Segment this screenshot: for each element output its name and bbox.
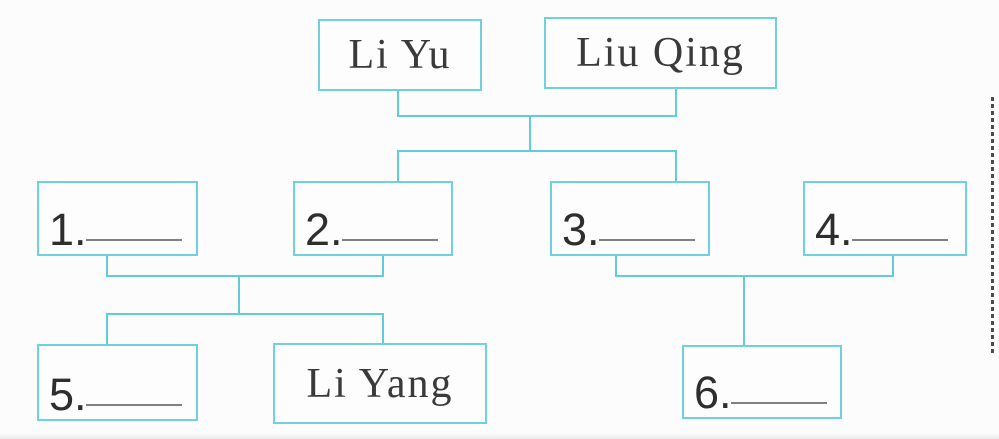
connector-left-middle-drop bbox=[238, 275, 240, 315]
connector-to-li-yang bbox=[382, 313, 384, 343]
blank-1-answer-line[interactable] bbox=[86, 239, 182, 241]
connector-to-blank-3 bbox=[675, 150, 677, 181]
node-blank-4: 4. bbox=[803, 181, 967, 256]
blank-2-number: 2. bbox=[305, 204, 343, 255]
connector-to-blank-2 bbox=[397, 150, 399, 181]
blank-6-answer-line[interactable] bbox=[731, 402, 827, 404]
connector-liyu-drop bbox=[397, 91, 399, 117]
blank-4-answer-line[interactable] bbox=[852, 239, 948, 241]
connector-blank3-drop bbox=[615, 256, 617, 277]
connector-to-blank-5 bbox=[106, 313, 108, 344]
blank-1-number: 1. bbox=[49, 204, 87, 255]
node-blank-6: 6. bbox=[682, 345, 842, 419]
connector-blank4-drop bbox=[892, 256, 894, 277]
connector-top-middle-drop bbox=[529, 115, 531, 152]
node-blank-2: 2. bbox=[293, 181, 453, 256]
connector-left-couple-bus bbox=[106, 275, 384, 277]
connector-to-blank-6 bbox=[743, 275, 745, 345]
blank-5-number: 5. bbox=[49, 369, 87, 420]
connector-top-couple-bus bbox=[397, 115, 677, 117]
blank-5-answer-line[interactable] bbox=[86, 404, 182, 406]
node-liu-qing: Liu Qing bbox=[544, 17, 777, 89]
connector-right-couple-bus bbox=[615, 275, 894, 277]
connector-top-children-bus bbox=[397, 150, 677, 152]
blank-3-answer-line[interactable] bbox=[599, 239, 695, 241]
blank-2-answer-line[interactable] bbox=[342, 239, 438, 241]
node-li-yang: Li Yang bbox=[273, 343, 487, 424]
node-li-yu-label: Li Yu bbox=[348, 32, 452, 78]
blank-4-number: 4. bbox=[815, 204, 853, 255]
connector-blank1-drop bbox=[106, 256, 108, 277]
node-li-yu: Li Yu bbox=[318, 19, 482, 91]
node-blank-1: 1. bbox=[37, 181, 198, 256]
page-edge-dashed-line bbox=[991, 97, 994, 353]
connector-liuqing-drop bbox=[675, 89, 677, 117]
node-liu-qing-label: Liu Qing bbox=[576, 30, 745, 76]
node-blank-3: 3. bbox=[550, 181, 710, 256]
blank-3-number: 3. bbox=[562, 204, 600, 255]
node-li-yang-label: Li Yang bbox=[306, 360, 454, 407]
connector-left-children-bus bbox=[106, 313, 384, 315]
blank-6-number: 6. bbox=[694, 367, 732, 418]
connector-blank2-drop bbox=[382, 256, 384, 277]
node-blank-5: 5. bbox=[37, 344, 198, 421]
